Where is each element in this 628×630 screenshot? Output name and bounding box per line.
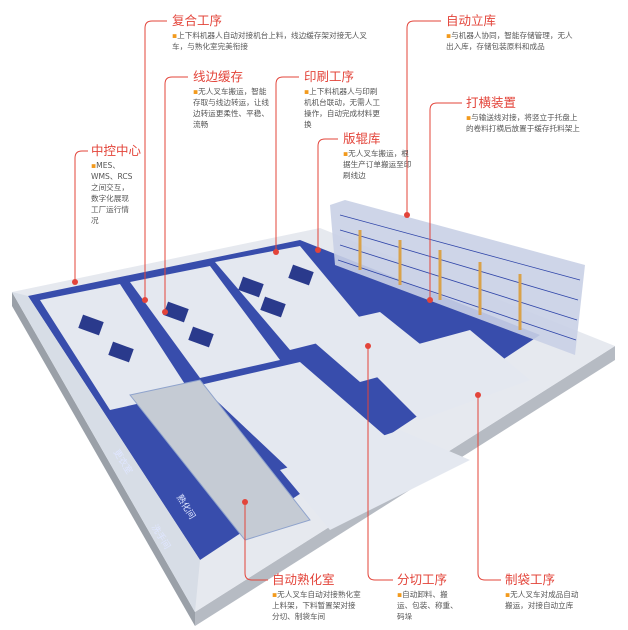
curing-hall-rack bbox=[129, 379, 311, 541]
callout-title: 复合工序 bbox=[172, 13, 223, 28]
callout-title: 版辊库 bbox=[343, 131, 381, 146]
callout-desc: 无人叉车对成品自动搬运，对接自动立库 bbox=[505, 590, 579, 610]
bullet-icon: ▪ bbox=[343, 149, 349, 158]
callout-desc: 与机器人协同，智能存储管理，无人出入库，存储包装原料和成品 bbox=[446, 31, 573, 51]
bullet-icon: ▪ bbox=[466, 113, 472, 122]
callout-bag-making: 制袋工序 ▪无人叉车对成品自动搬运，对接自动立库 bbox=[505, 573, 581, 611]
side-rooms bbox=[12, 292, 200, 612]
bullet-icon: ▪ bbox=[304, 87, 310, 96]
callout-printing: 印刷工序 ▪上下料机器人与印刷机机台联动，无需人工操作，自动完成材料更换 bbox=[304, 70, 380, 130]
bullet-icon: ▪ bbox=[397, 590, 403, 599]
callout-tilting-device: 打横装置 ▪与输送线对接，将竖立于托盘上的卷料打横后放置于缓存托料架上 bbox=[466, 96, 581, 134]
callout-title: 印刷工序 bbox=[304, 69, 355, 84]
bullet-icon: ▪ bbox=[446, 31, 452, 40]
callout-desc: 无人叉车自动对接熟化室上料架，下料暂置架对接分切、制袋车间 bbox=[272, 590, 361, 621]
callout-desc: 无人叉车搬运，智能存取与线边转运，让线边转运更柔性、平稳、流畅 bbox=[193, 87, 269, 129]
marker-dots bbox=[72, 212, 481, 505]
callout-desc: MES、WMS、RCS之间交互，数字化展现工厂运行情况 bbox=[91, 161, 133, 225]
callout-control-center: 中控中心 ▪MES、WMS、RCS之间交互，数字化展现工厂运行情况 bbox=[91, 143, 142, 226]
callout-roller-store: 版辊库 ▪无人叉车搬运，根据生产订单搬运至印刷线边 bbox=[343, 132, 413, 181]
floor-slab-left-side bbox=[12, 292, 195, 626]
zone-slitting-lines bbox=[280, 430, 470, 530]
bullet-icon: ▪ bbox=[172, 31, 178, 40]
callout-title: 自动立库 bbox=[446, 13, 497, 28]
zone-bagmaking bbox=[360, 330, 530, 420]
callout-curing-room: 自动熟化室 ▪无人叉车自动对接熟化室上料架，下料暂置架对接分切、制袋车间 bbox=[272, 573, 362, 622]
callout-slitting: 分切工序 ▪自动卸料、搬运、包装、称重、码垛 bbox=[397, 573, 461, 622]
callout-title: 线边缓存 bbox=[193, 69, 244, 84]
callout-desc: 无人叉车搬运，根据生产订单搬运至印刷线边 bbox=[343, 149, 412, 180]
asrs-rack bbox=[330, 200, 585, 355]
callout-asrs: 自动立库 ▪与机器人协同，智能存储管理，无人出入库，存储包装原料和成品 bbox=[446, 14, 578, 52]
callout-desc: 自动卸料、搬运、包装、称重、码垛 bbox=[397, 590, 458, 621]
callout-title: 中控中心 bbox=[91, 143, 142, 158]
callout-title: 打横装置 bbox=[466, 95, 517, 110]
callout-composite: 复合工序 ▪上下料机器人自动对接机台上料，线边缓存架对接无人叉车，与熟化室完美衔… bbox=[172, 14, 372, 52]
callout-desc: 与输送线对接，将竖立于托盘上的卷料打横后放置于缓存托料架上 bbox=[466, 113, 580, 133]
callout-title: 制袋工序 bbox=[505, 572, 556, 587]
bullet-icon: ▪ bbox=[272, 590, 278, 599]
bullet-icon: ▪ bbox=[193, 87, 199, 96]
callout-desc: 上下料机器人自动对接机台上料，线边缓存架对接无人叉车，与熟化室完美衔接 bbox=[172, 31, 367, 51]
callout-desc: 上下料机器人与印刷机机台联动，无需人工操作，自动完成材料更换 bbox=[304, 87, 380, 129]
machines bbox=[78, 264, 314, 363]
zone-storage bbox=[200, 362, 390, 470]
zone-buffer bbox=[130, 266, 280, 378]
callout-title: 分切工序 bbox=[397, 572, 448, 587]
callout-title: 自动熟化室 bbox=[272, 572, 335, 587]
leader-lines bbox=[74, 20, 501, 581]
bullet-icon: ▪ bbox=[505, 590, 511, 599]
bullet-icon: ▪ bbox=[91, 161, 97, 170]
callout-line-buffer: 线边缓存 ▪无人叉车搬运，智能存取与线边转运，让线边转运更柔性、平稳、流畅 bbox=[193, 70, 273, 130]
